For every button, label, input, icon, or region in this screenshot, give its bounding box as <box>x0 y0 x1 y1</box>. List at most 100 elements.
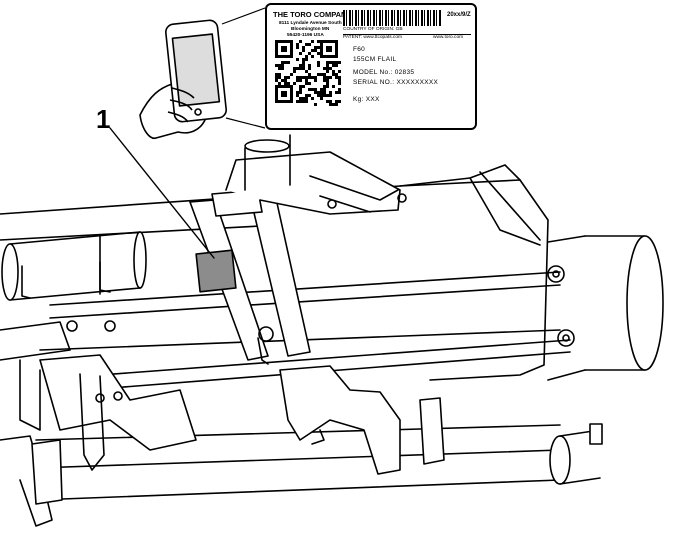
qr-module <box>287 76 290 79</box>
qr-module <box>314 91 317 94</box>
qr-module <box>287 82 290 85</box>
qr-finder <box>320 40 338 58</box>
country-of-origin: COUNTRY OF ORIGIN: GB <box>343 27 403 32</box>
qr-module <box>308 64 311 67</box>
qr-module <box>278 73 281 76</box>
qr-module <box>314 46 317 49</box>
qr-module <box>305 79 308 82</box>
divider <box>343 34 471 35</box>
qr-module <box>332 73 335 76</box>
qr-code-icon <box>275 40 341 106</box>
qr-module <box>335 64 338 67</box>
qr-module <box>320 73 323 76</box>
qr-module <box>281 79 284 82</box>
serial-label-card: THE TORO COMPANY 8111 Lyndale Avenue Sou… <box>265 3 477 130</box>
qr-module <box>302 100 305 103</box>
qr-module <box>296 43 299 46</box>
qr-module <box>311 40 314 43</box>
address-line-1: 8111 Lyndale Avenue South <box>279 21 342 26</box>
qr-module <box>320 97 323 100</box>
qr-module <box>311 49 314 52</box>
product-name: 155CM FLAIL <box>353 56 397 63</box>
qr-module <box>278 67 281 70</box>
center-link-bracket <box>279 365 401 475</box>
qr-module <box>338 79 341 82</box>
qr-module <box>335 100 338 103</box>
qr-module <box>299 64 302 67</box>
qr-module <box>317 46 320 49</box>
qr-module <box>317 61 320 64</box>
qr-module <box>284 79 287 82</box>
qr-module <box>299 52 302 55</box>
lower-link-bracket <box>39 354 197 451</box>
qr-module <box>329 61 332 64</box>
qr-module <box>323 88 326 91</box>
qr-module <box>296 100 299 103</box>
qr-module <box>275 76 278 79</box>
qr-module <box>305 82 308 85</box>
qr-module <box>299 40 302 43</box>
qr-module <box>335 61 338 64</box>
qr-module <box>299 97 302 100</box>
qr-module <box>320 94 323 97</box>
lot-code: 20xx/9/Z <box>447 12 471 18</box>
qr-module <box>311 88 314 91</box>
qr-module <box>308 43 311 46</box>
qr-module <box>323 76 326 79</box>
qr-module <box>281 67 284 70</box>
qr-module <box>296 79 299 82</box>
qr-module <box>275 73 278 76</box>
qr-module <box>305 94 308 97</box>
qr-module <box>308 76 311 79</box>
qr-module <box>302 46 305 49</box>
qr-module <box>338 61 341 64</box>
qr-module <box>335 91 338 94</box>
qr-module <box>326 85 329 88</box>
qr-module <box>317 73 320 76</box>
qr-module <box>332 103 335 106</box>
qr-module <box>326 70 329 73</box>
qr-module <box>326 76 329 79</box>
website-text: www.toro.com <box>433 35 464 40</box>
qr-module <box>323 94 326 97</box>
qr-module <box>308 88 311 91</box>
qr-module <box>338 76 341 79</box>
qr-module <box>275 79 278 82</box>
qr-module <box>329 94 332 97</box>
qr-module <box>311 97 314 100</box>
qr-module <box>320 91 323 94</box>
qr-module <box>302 76 305 79</box>
qr-module <box>308 82 311 85</box>
qr-finder <box>275 85 293 103</box>
qr-module <box>323 91 326 94</box>
qr-module <box>281 64 284 67</box>
qr-module <box>302 85 305 88</box>
qr-module <box>284 82 287 85</box>
qr-module <box>323 67 326 70</box>
qr-module <box>338 82 341 85</box>
qr-module <box>335 103 338 106</box>
qr-module <box>308 67 311 70</box>
qr-module <box>326 82 329 85</box>
qr-module <box>317 64 320 67</box>
qr-module <box>305 58 308 61</box>
qr-module <box>305 55 308 58</box>
qr-module <box>323 79 326 82</box>
qr-module <box>305 97 308 100</box>
qr-module <box>326 67 329 70</box>
model-number: MODEL No.: 02835 <box>353 69 415 76</box>
qr-module <box>302 49 305 52</box>
qr-module <box>308 94 311 97</box>
qr-module <box>314 76 317 79</box>
qr-module <box>314 79 317 82</box>
patent-text: PATENT: www.ttcopats.com <box>343 35 402 40</box>
qr-module <box>329 100 332 103</box>
qr-module <box>338 88 341 91</box>
tie-bar-upper <box>49 271 561 319</box>
qr-module <box>326 64 329 67</box>
qr-module <box>317 91 320 94</box>
qr-module <box>311 76 314 79</box>
weight: Kg: XXX <box>353 96 380 103</box>
qr-module <box>335 76 338 79</box>
